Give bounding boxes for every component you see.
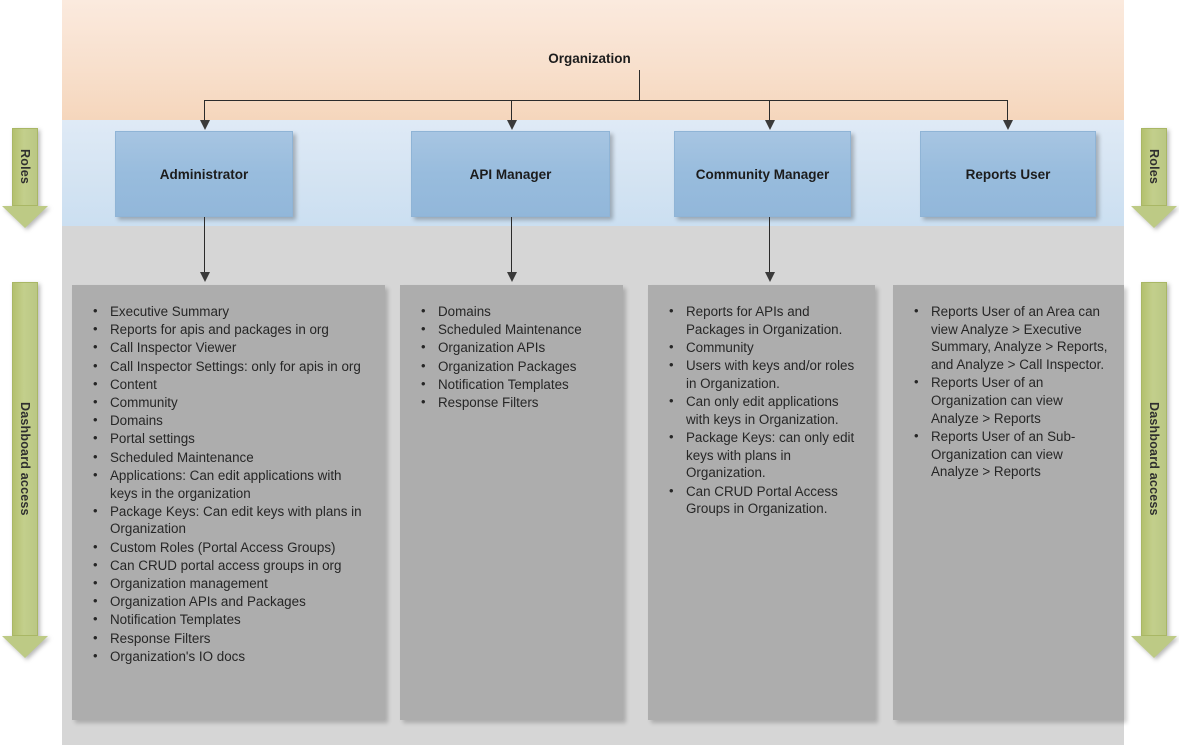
dashboard-access-arrow-left: Dashboard access <box>2 282 48 658</box>
permission-item: Notification Templates <box>93 610 371 629</box>
role-box-community-manager-label: Community Manager <box>695 166 830 182</box>
org-drop-arrowhead-reports-user <box>1003 120 1013 130</box>
org-drop-line-administrator <box>204 100 205 122</box>
org-drop-line-api-manager <box>511 100 512 122</box>
role-drop-arrowhead-community-manager <box>765 272 775 282</box>
organization-title: Organization <box>548 51 631 66</box>
permission-item: Call Inspector Settings: only for apis i… <box>93 357 371 376</box>
permission-item: Reports User of an Organization can view… <box>914 373 1110 427</box>
role-box-api-manager[interactable]: API Manager <box>411 131 610 217</box>
permission-item: Reports for apis and packages in org <box>93 320 371 339</box>
arrow-shaft <box>1141 282 1167 636</box>
permission-panel-administrator: Executive SummaryReports for apis and pa… <box>72 285 385 720</box>
org-drop-arrowhead-community-manager <box>765 120 775 130</box>
org-drop-line-reports-user <box>1007 100 1008 122</box>
arrow-head-icon <box>2 636 48 658</box>
permission-item: Community <box>669 338 861 357</box>
permission-item: Portal settings <box>93 429 371 448</box>
role-drop-line-api-manager <box>511 217 512 274</box>
org-bus-line <box>204 100 1007 101</box>
permission-item: Community <box>93 393 371 412</box>
permission-item: Users with keys and/or roles in Organiza… <box>669 356 861 392</box>
permission-item: Response Filters <box>93 629 371 648</box>
roles-arrow-left-label: Roles <box>18 149 32 185</box>
arrow-shaft <box>1141 128 1167 206</box>
roles-arrow-right-label: Roles <box>1147 149 1161 185</box>
permission-item: Executive Summary <box>93 302 371 321</box>
arrow-head-icon <box>1131 636 1177 658</box>
arrow-head-icon <box>2 206 48 228</box>
permission-list-community-manager: Reports for APIs and Packages in Organiz… <box>658 302 865 518</box>
org-drop-arrowhead-administrator <box>200 120 210 130</box>
roles-arrow-right: Roles <box>1131 128 1177 228</box>
arrow-shaft <box>12 282 38 636</box>
dashboard-access-arrow-left-label: Dashboard access <box>18 402 32 516</box>
permission-item: Organization management <box>93 574 371 593</box>
role-box-administrator[interactable]: Administrator <box>115 131 293 217</box>
permission-item: Organization APIs and Packages <box>93 592 371 611</box>
permission-item: Content <box>93 375 371 394</box>
permission-item: Domains <box>421 302 609 321</box>
role-box-api-manager-label: API Manager <box>469 166 552 182</box>
permission-item: Package Keys: can only edit keys with pl… <box>669 428 861 482</box>
permission-item: Can only edit applications with keys in … <box>669 392 861 428</box>
permission-item: Scheduled Maintenance <box>93 448 371 467</box>
role-box-administrator-label: Administrator <box>159 166 249 182</box>
arrow-head-icon <box>1131 206 1177 228</box>
role-box-reports-user[interactable]: Reports User <box>920 131 1096 217</box>
roles-arrow-left: Roles <box>2 128 48 228</box>
permission-item: Can CRUD portal access groups in org <box>93 556 371 575</box>
permission-item: Organization's IO docs <box>93 647 371 666</box>
org-stem-line <box>639 70 640 101</box>
role-drop-arrowhead-administrator <box>200 272 210 282</box>
permission-panel-reports-user: Reports User of an Area can view Analyze… <box>893 285 1124 720</box>
permission-item: Domains <box>93 411 371 430</box>
permission-item: Applications: Can edit applications with… <box>93 466 371 502</box>
org-drop-line-community-manager <box>769 100 770 122</box>
permission-item: Reports User of an Sub-Organization can … <box>914 427 1110 481</box>
permission-panel-community-manager: Reports for APIs and Packages in Organiz… <box>648 285 875 720</box>
role-drop-line-community-manager <box>769 217 770 274</box>
arrow-shaft <box>12 128 38 206</box>
org-drop-arrowhead-api-manager <box>507 120 517 130</box>
dashboard-access-arrow-right-label: Dashboard access <box>1147 402 1161 516</box>
dashboard-access-arrow-right: Dashboard access <box>1131 282 1177 658</box>
role-box-reports-user-label: Reports User <box>965 166 1051 182</box>
permission-item: Organization Packages <box>421 357 609 376</box>
role-box-community-manager[interactable]: Community Manager <box>674 131 851 217</box>
permission-item: Reports for APIs and Packages in Organiz… <box>669 302 861 338</box>
permission-list-reports-user: Reports User of an Area can view Analyze… <box>903 302 1114 481</box>
permission-item: Can CRUD Portal Access Groups in Organiz… <box>669 482 861 518</box>
permission-item: Scheduled Maintenance <box>421 320 609 339</box>
permission-item: Call Inspector Viewer <box>93 338 371 357</box>
permission-item: Organization APIs <box>421 338 609 357</box>
permission-item: Package Keys: Can edit keys with plans i… <box>93 502 371 538</box>
permission-item: Custom Roles (Portal Access Groups) <box>93 538 371 557</box>
permission-item: Notification Templates <box>421 375 609 394</box>
permission-list-api-manager: DomainsScheduled MaintenanceOrganization… <box>410 302 613 412</box>
role-drop-arrowhead-api-manager <box>507 272 517 282</box>
permission-item: Response Filters <box>421 393 609 412</box>
permission-panel-api-manager: DomainsScheduled MaintenanceOrganization… <box>400 285 623 720</box>
role-drop-line-administrator <box>204 217 205 274</box>
permission-item: Reports User of an Area can view Analyze… <box>914 302 1110 374</box>
permission-list-administrator: Executive SummaryReports for apis and pa… <box>82 302 375 666</box>
